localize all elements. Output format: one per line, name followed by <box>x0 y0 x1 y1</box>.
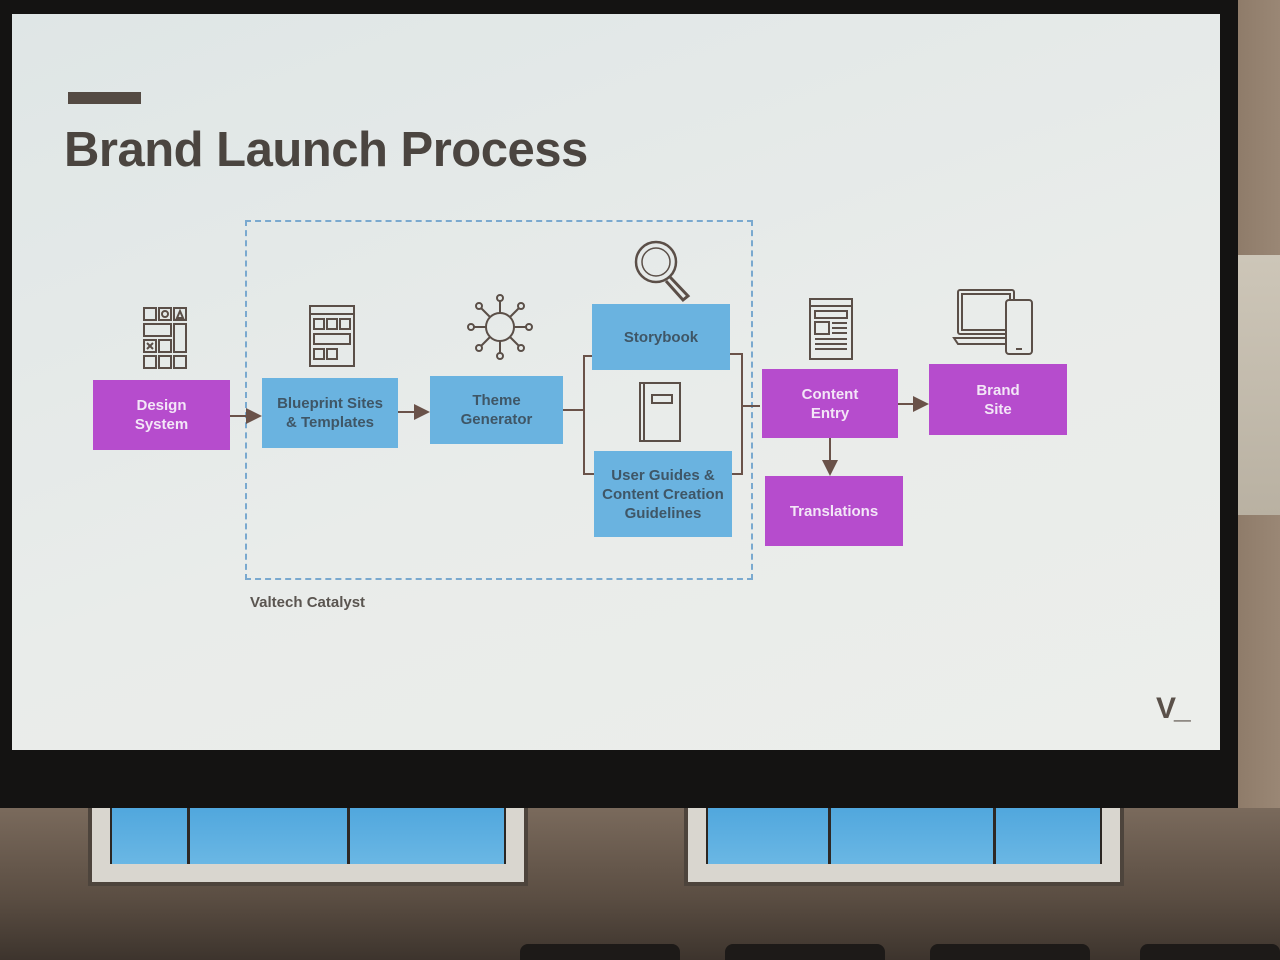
node-storybook: Storybook <box>592 304 730 370</box>
grid-layout-icon <box>143 307 187 369</box>
valtech-catalyst-group <box>245 220 753 580</box>
window-left <box>88 800 528 886</box>
seat-back <box>520 944 680 960</box>
node-label: Content Entry <box>801 385 859 422</box>
window-glass <box>706 804 1102 864</box>
seat-back <box>930 944 1090 960</box>
laptop-phone-icon <box>952 289 1033 355</box>
seat-back <box>725 944 885 960</box>
node-blueprint-sites: Blueprint Sites & Templates <box>262 378 398 448</box>
network-hub-icon <box>467 294 533 360</box>
connector-lines <box>230 353 929 476</box>
node-label: Design System <box>134 397 189 433</box>
node-label: Storybook <box>623 328 699 346</box>
slide: Brand Launch Process Valtech Catalyst <box>12 14 1220 750</box>
valtech-catalyst-label: Valtech Catalyst <box>250 594 366 611</box>
window-mullion <box>993 804 996 864</box>
node-label: User Guides & Content Creation Guideline… <box>602 466 724 522</box>
browser-template-icon <box>309 305 355 367</box>
title-accent-bar <box>68 92 141 104</box>
node-brand-site: Brand Site <box>929 364 1067 435</box>
window-glass <box>110 804 506 864</box>
node-label: Theme Generator <box>460 392 533 428</box>
node-label: Blueprint Sites & Templates <box>277 395 383 431</box>
node-label: Translations <box>789 502 879 520</box>
document-page-icon <box>809 298 853 360</box>
node-theme-generator: Theme Generator <box>430 376 563 444</box>
seat-back <box>1140 944 1280 960</box>
book-icon <box>639 382 681 442</box>
node-user-guides: User Guides & Content Creation Guideline… <box>594 451 732 537</box>
slide-title: Brand Launch Process <box>64 123 588 177</box>
node-design-system: Design System <box>93 380 230 450</box>
node-translations: Translations <box>765 476 903 546</box>
valtech-logo: V_ <box>1156 692 1191 725</box>
window-mullion <box>187 804 190 864</box>
node-content-entry: Content Entry <box>762 369 898 438</box>
window-mullion <box>347 804 350 864</box>
node-label: Brand Site <box>976 381 1020 418</box>
window-right <box>684 800 1124 886</box>
magnifier-icon <box>634 240 691 303</box>
projector-screen: Brand Launch Process Valtech Catalyst <box>0 0 1238 808</box>
window-mullion <box>828 804 831 864</box>
